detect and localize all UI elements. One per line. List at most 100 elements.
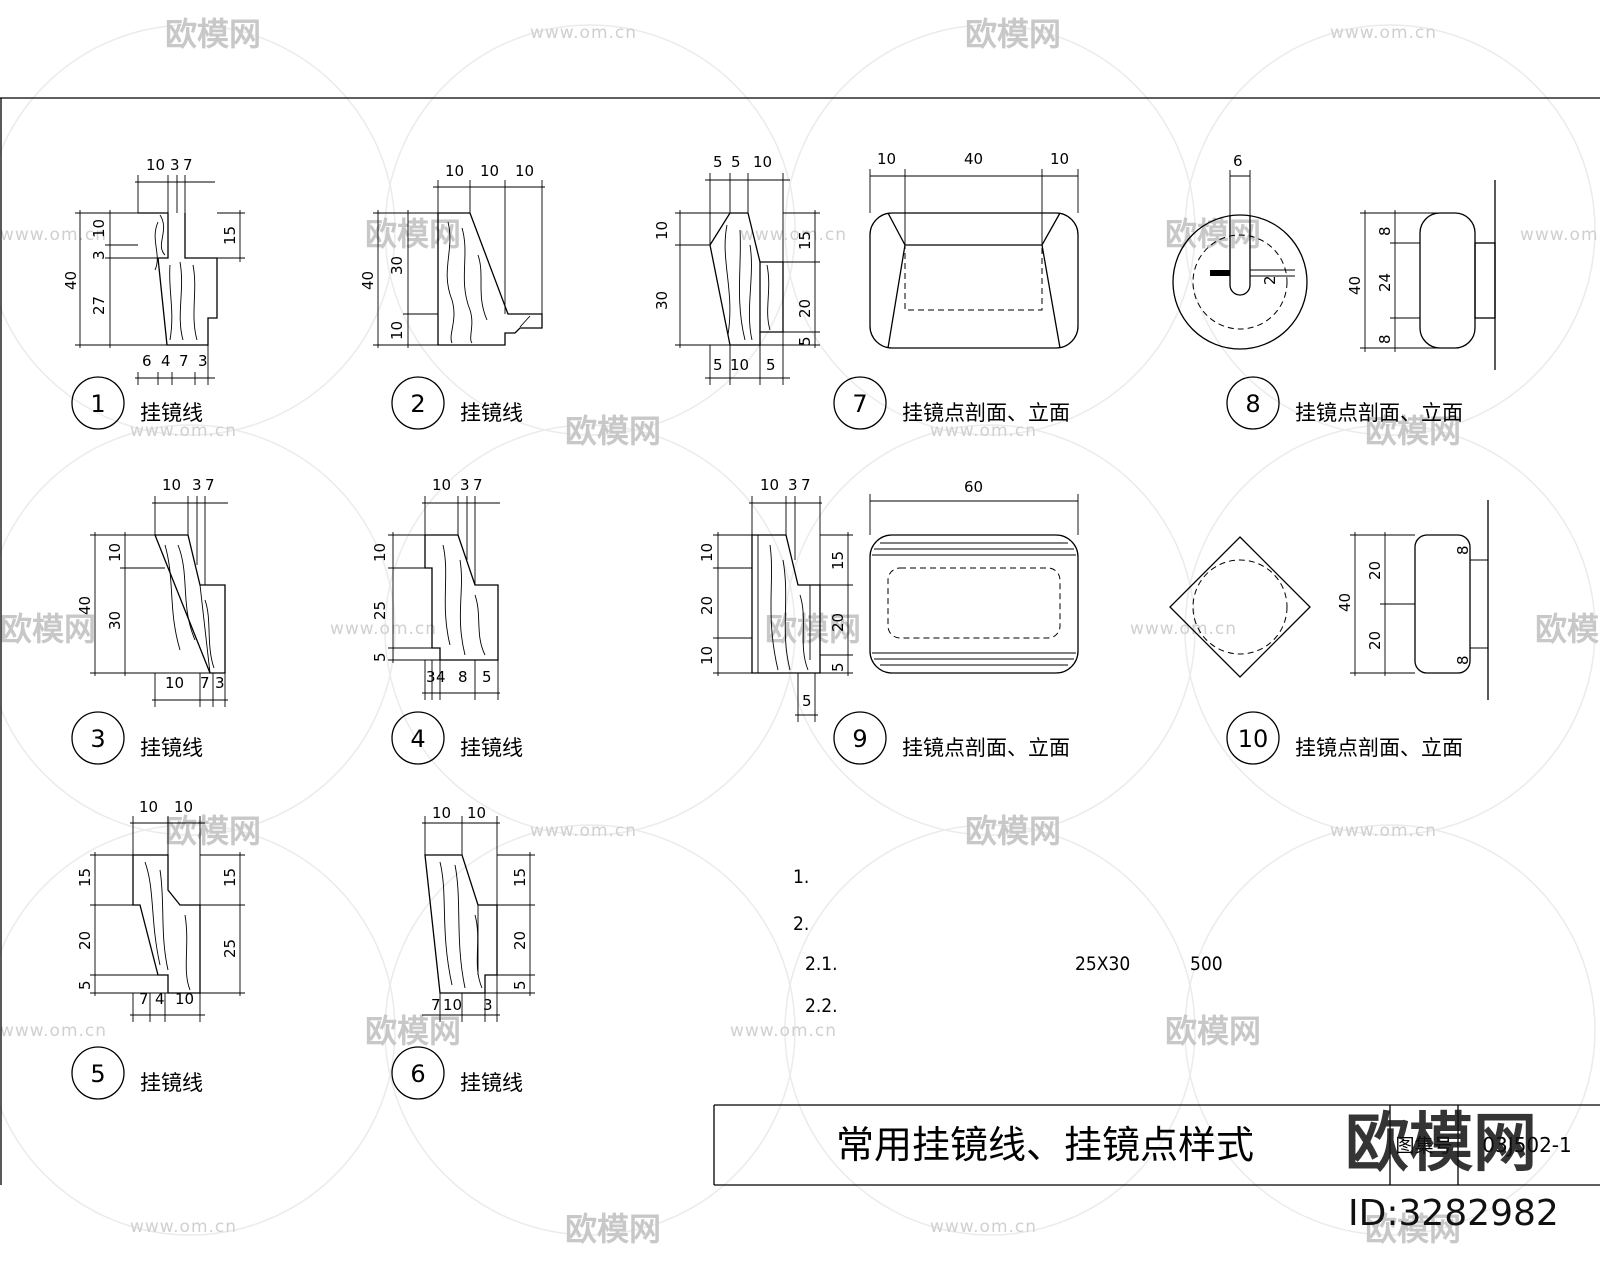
dim-label: 40 <box>76 596 94 615</box>
elevation-8 <box>1172 170 1308 350</box>
dim-label: 7 <box>179 352 189 370</box>
profile-6 <box>424 854 498 994</box>
note-number: 2. <box>793 913 809 935</box>
dim-lines-7 <box>675 173 820 385</box>
dim-label: 5 <box>802 692 812 710</box>
dim-label: 5 <box>76 980 94 990</box>
dim-label: 40 <box>359 271 377 290</box>
watermark-url: www.om.cn <box>930 421 1037 441</box>
detail-number-circle <box>391 1046 445 1100</box>
watermark-brand: 欧模网 <box>365 1012 461 1050</box>
dim-label: 7 <box>200 674 210 692</box>
detail-label: 挂镜线 <box>140 736 203 760</box>
dim-label: 4 <box>436 668 446 686</box>
detail-label: 挂镜点剖面、立面 <box>1295 401 1463 425</box>
watermark-url: www.om.cn <box>1130 619 1237 639</box>
detail-number: 2 <box>410 390 425 418</box>
title-block: 常用挂镜线、挂镜点样式 图集号 03J502-1 <box>713 1104 1600 1186</box>
detail-label: 挂镜线 <box>460 736 523 760</box>
sheet-frame <box>0 97 1600 1185</box>
watermark-brand: 欧模网 <box>165 15 261 53</box>
dim-lines-3 <box>90 496 228 707</box>
watermark-url: www.om.cn <box>930 1217 1037 1237</box>
dim-label: 10 <box>515 162 534 180</box>
detail-number: 4 <box>410 725 425 753</box>
profile-7 <box>709 212 784 346</box>
drawing-no: 03J502-1 <box>1482 1133 1571 1157</box>
watermark-url: www.om.cn <box>130 421 237 441</box>
profile-2 <box>437 212 543 346</box>
dim-label: 5 <box>766 356 776 374</box>
dim-label: 3 <box>170 156 180 174</box>
watermark-url: www.om.cn <box>0 225 107 245</box>
dim-label: 4 <box>161 352 171 370</box>
dim-lines-6 <box>422 816 535 1022</box>
detail-number-circle <box>1226 376 1280 430</box>
watermark-brand: 欧模网 <box>0 610 96 648</box>
dim-label: 10 <box>146 156 165 174</box>
profile-5 <box>132 854 201 994</box>
dim-label: 10 <box>877 150 896 168</box>
watermark-brand: 欧模网 <box>965 15 1061 53</box>
detail-number: 8 <box>1245 390 1260 418</box>
watermark-brand: 欧模网 <box>365 215 461 253</box>
watermark-brand: 欧模网 <box>765 610 861 648</box>
elevation-9 <box>869 534 1079 674</box>
detail-label: 挂镜线 <box>460 1071 523 1095</box>
dim-label: 4 <box>155 990 165 1008</box>
dim-label: 5 <box>511 980 529 990</box>
watermark-url: www.om.cn <box>0 1021 107 1041</box>
watermark-url: www.om.cn <box>330 619 437 639</box>
dim-label: 10 <box>760 476 779 494</box>
dim-label: 3 <box>215 674 225 692</box>
dim-label: 10 <box>730 356 749 374</box>
dim-label: 20 <box>698 596 716 615</box>
detail-2: 10 10 10 40 30 10 2 挂镜线 <box>359 162 545 430</box>
note-value: 500 <box>1190 953 1223 975</box>
elevation-10 <box>1169 536 1311 678</box>
dim-label: 5 <box>713 153 723 171</box>
dim-lines-1 <box>75 175 245 385</box>
detail-9: 10 3 7 10 20 10 15 20 5 5 60 9 挂镜点剖面、立面 <box>698 476 1079 765</box>
dim-lines-2 <box>373 180 545 348</box>
detail-6: 10 10 15 20 5 7 10 3 6 挂镜线 <box>391 804 535 1100</box>
dim-label: 20 <box>1366 561 1384 580</box>
dim-label: 10 <box>467 804 486 822</box>
dim-label: 6 <box>1233 152 1243 170</box>
detail-label: 挂镜线 <box>140 1071 203 1095</box>
watermark-url: www.om.cn <box>130 1217 237 1237</box>
section-10 <box>1350 500 1489 700</box>
dim-label: 30 <box>106 611 124 630</box>
dim-label: 10 <box>1050 150 1069 168</box>
dim-label: 15 <box>829 551 847 570</box>
dim-label: 10 <box>753 153 772 171</box>
dim-label: 20 <box>1366 631 1384 650</box>
dim-label: 40 <box>1336 593 1354 612</box>
dim-label: 15 <box>76 868 94 887</box>
watermark-url: www.om.cn <box>1330 821 1437 841</box>
dim-label: 10 <box>432 804 451 822</box>
detail-number: 6 <box>410 1060 425 1088</box>
detail-number: 3 <box>90 725 105 753</box>
dim-label: 2 <box>1261 275 1279 285</box>
drawing-title: 常用挂镜线、挂镜点样式 <box>836 1123 1254 1167</box>
watermark-url: www.om.cn <box>1520 225 1600 245</box>
dim-label: 5 <box>482 668 492 686</box>
brand-logo-text: 欧模网 <box>1345 1107 1537 1181</box>
dim-label: 40 <box>62 271 80 290</box>
detail-label: 挂镜点剖面、立面 <box>902 736 1070 760</box>
dim-label: 10 <box>698 543 716 562</box>
dim-lines-5 <box>90 816 245 1022</box>
detail-number: 1 <box>90 390 105 418</box>
dim-label: 20 <box>76 931 94 950</box>
detail-4: 10 3 7 10 25 5 3 4 8 5 4 挂镜线 <box>371 476 523 765</box>
dim-label: 10 <box>165 674 184 692</box>
brand-overlay: 欧模网 ID:3282982 <box>1345 1107 1559 1234</box>
dim-label: 3 <box>483 996 493 1014</box>
dim-label: 25 <box>371 601 389 620</box>
watermark-brand: 欧模网 <box>1365 412 1461 450</box>
dim-label: 10 <box>371 543 389 562</box>
dim-label: 10 <box>480 162 499 180</box>
dim-label: 10 <box>175 990 194 1008</box>
dim-label: 27 <box>90 296 108 315</box>
